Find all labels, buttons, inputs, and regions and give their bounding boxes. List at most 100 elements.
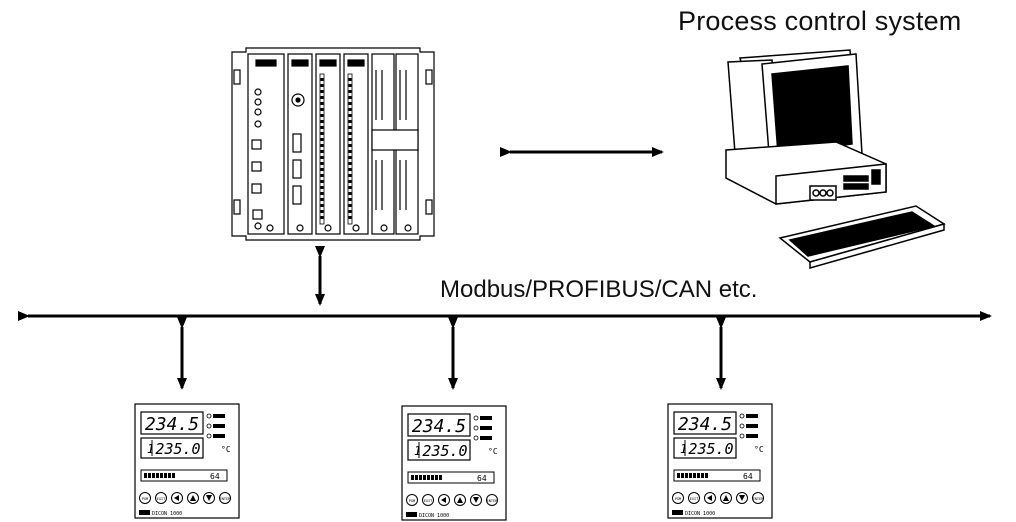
model-label: DICON 1000: [685, 511, 715, 517]
plc-terminal: [348, 192, 352, 195]
plc-terminal: [348, 114, 352, 117]
bar-segment: [423, 475, 426, 480]
status-led: [206, 423, 212, 429]
status-led-label: [213, 434, 225, 438]
bar-segment: [689, 473, 692, 478]
unit-label: °C: [488, 447, 498, 456]
plc-terminal: [320, 168, 324, 171]
plc-terminal: [320, 162, 324, 165]
brand-logo: [139, 510, 150, 515]
plc-terminal: [348, 162, 352, 165]
controller-button[interactable]: [155, 492, 167, 504]
status-led: [206, 413, 212, 419]
plc-terminal: [320, 174, 324, 177]
button-label: PGM: [142, 497, 148, 501]
down-icon: [739, 495, 745, 501]
button-label: EXIT: [424, 499, 433, 503]
bar-segment: [427, 475, 430, 480]
bar-graph: [673, 469, 761, 482]
bar-graph: [140, 469, 228, 482]
bar-segment: [156, 473, 159, 478]
computer-workstation-icon: [725, 49, 946, 269]
channel-number: 1: [414, 444, 421, 458]
bar-segment: [168, 473, 171, 478]
plc-terminal: [348, 216, 352, 219]
plc-terminal: [320, 180, 324, 183]
channel-number: 1: [147, 442, 154, 456]
plc-terminal: [348, 96, 352, 99]
model-label: DICON 1000: [152, 511, 182, 517]
pv-display: [407, 413, 471, 437]
bar-segment: [144, 473, 147, 478]
plc-terminal: [348, 174, 352, 177]
controller-button[interactable]: [688, 492, 700, 504]
button-label: ENTER: [487, 499, 498, 503]
controller-button[interactable]: [672, 492, 684, 504]
controller-button[interactable]: [139, 492, 151, 504]
plc-terminal: [348, 90, 352, 93]
bar-segment: [685, 473, 688, 478]
status-led: [473, 415, 479, 421]
left-icon: [707, 495, 712, 501]
bar-segment: [701, 473, 704, 478]
plc-terminal: [348, 198, 352, 201]
unit-label: °C: [754, 445, 764, 454]
plc-terminal: [320, 114, 324, 117]
controller-button[interactable]: [219, 492, 231, 504]
sp-value: 235.0: [422, 442, 467, 460]
pv-display: [673, 411, 737, 435]
plc-terminal: [348, 180, 352, 183]
status-led-label: [480, 426, 492, 430]
plc-terminal: [348, 84, 352, 87]
plc-terminal: [320, 90, 324, 93]
plc-terminal: [320, 156, 324, 159]
sp-value: 235.0: [688, 440, 733, 458]
plc-terminal: [348, 144, 352, 147]
button-label: ENTER: [220, 497, 231, 501]
status-led: [739, 423, 745, 429]
plc-terminal: [320, 102, 324, 105]
controller-button[interactable]: [422, 494, 434, 506]
model-label: DICON 1000: [419, 513, 449, 519]
plc-terminal: [320, 198, 324, 201]
bar-segment: [435, 475, 438, 480]
pv-value: 234.5: [145, 414, 199, 435]
status-led: [739, 433, 745, 439]
bar-segment: [431, 475, 434, 480]
sp-display: [407, 439, 471, 461]
down-icon: [473, 497, 479, 503]
status-led-label: [746, 414, 758, 418]
plc-terminal: [320, 150, 324, 153]
status-led-label: [213, 414, 225, 418]
controller-button[interactable]: [752, 492, 764, 504]
bar-value: 64: [477, 474, 487, 483]
status-led-label: [746, 424, 758, 428]
controller-button[interactable]: [406, 494, 418, 506]
bar-segment: [681, 473, 684, 478]
plc-terminal: [320, 204, 324, 207]
plc-terminal: [348, 168, 352, 171]
pv-display: [140, 411, 204, 435]
bar-segment: [148, 473, 151, 478]
plc-terminal: [348, 102, 352, 105]
plc-terminal: [320, 84, 324, 87]
bar-segment: [415, 475, 418, 480]
channel-number: 1: [680, 442, 687, 456]
plc-terminal: [320, 96, 324, 99]
sp-display: [140, 437, 204, 459]
status-led: [473, 425, 479, 431]
up-icon: [457, 497, 463, 503]
left-icon: [441, 497, 446, 503]
pv-value: 234.5: [412, 416, 466, 437]
button-label: EXIT: [157, 497, 166, 501]
controller-button[interactable]: [486, 494, 498, 506]
bar-segment: [439, 475, 442, 480]
plc-terminal: [348, 204, 352, 207]
plc-terminal: [348, 132, 352, 135]
plc-terminal-strip: [319, 73, 353, 225]
button-label: EXIT: [690, 497, 699, 501]
